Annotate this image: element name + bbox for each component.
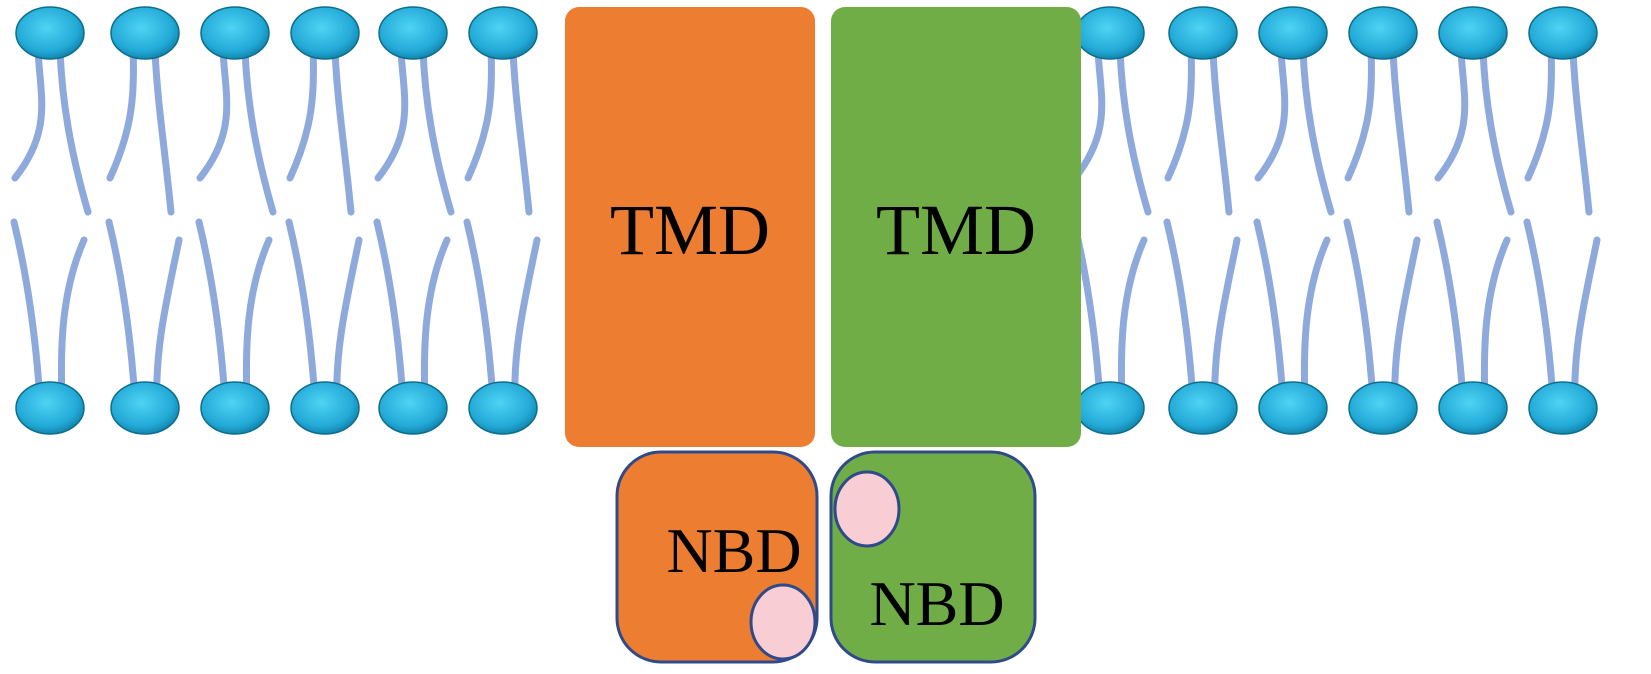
tmd-right-shape [831, 7, 1081, 447]
phospholipid-head-icon [290, 381, 360, 435]
lipid-tail [1117, 236, 1148, 404]
lipid-heads [15, 6, 1598, 435]
phospholipid-head-icon [468, 6, 538, 60]
lipid-tail [241, 46, 277, 216]
lipid-tail [1299, 46, 1335, 216]
phospholipid-head-icon [200, 6, 270, 60]
nbd-right: NBD [829, 450, 1037, 664]
lipid-tail [331, 46, 355, 216]
lipid-tail [11, 46, 46, 182]
lipid-tail [1479, 46, 1515, 216]
tmd-left-label: TMD [610, 190, 770, 270]
lipid-tail [57, 236, 88, 404]
lipid-tail [464, 46, 496, 182]
lipid-tail [242, 236, 273, 404]
lipid-tail [286, 46, 318, 182]
phospholipid-head-icon [1075, 6, 1145, 60]
lipid-tail [1343, 218, 1377, 404]
lipid-tail [511, 236, 541, 404]
phospholipid-head-icon [1528, 381, 1598, 435]
lipid-bilayer [10, 6, 1601, 435]
lipid-tail [1434, 46, 1469, 182]
phospholipid-head-icon [15, 6, 85, 60]
lipid-tail [1071, 46, 1106, 182]
phospholipid-head-icon [290, 6, 360, 60]
lipid-tail [1524, 46, 1556, 182]
lipid-tail [285, 218, 319, 404]
lipid-tail [56, 46, 92, 216]
lipid-tail [105, 218, 139, 404]
phospholipid-head-icon [1258, 381, 1328, 435]
lipid-tail [374, 46, 409, 182]
phospholipid-head-icon [200, 381, 270, 435]
phospholipid-head-icon [468, 381, 538, 435]
lipid-tail [1209, 46, 1233, 216]
lipid-tail [1254, 46, 1289, 182]
atp-binding-site-icon [833, 470, 901, 548]
lipid-tail [463, 218, 497, 404]
phospholipid-head-icon [1438, 6, 1508, 60]
phospholipid-head-icon [1438, 381, 1508, 435]
tmd-right: TMD [831, 7, 1081, 447]
phospholipid-head-icon [1075, 381, 1145, 435]
nbd-left: NBD [615, 450, 819, 664]
phospholipid-head-icon [1348, 381, 1418, 435]
lipid-tails [10, 46, 1601, 404]
lipid-tail [1344, 46, 1376, 182]
lipid-tail [1569, 46, 1593, 216]
lipid-tail [1433, 218, 1467, 404]
phospholipid-head-icon [378, 381, 448, 435]
nbd-right-label: NBD [869, 568, 1004, 639]
lipid-tail [373, 218, 407, 404]
lipid-tail [1211, 236, 1241, 404]
atp-binding-site-icon [749, 583, 817, 661]
lipid-tail [1164, 46, 1196, 182]
lipid-tail [106, 46, 138, 182]
lipid-tail [195, 218, 229, 404]
lipid-tail [1253, 218, 1287, 404]
phospholipid-head-icon [15, 381, 85, 435]
phospholipid-head-icon [110, 6, 180, 60]
lipid-tail [419, 46, 455, 216]
lipid-tail [1480, 236, 1511, 404]
lipid-tail [420, 236, 451, 404]
tmd-left-shape [565, 7, 815, 447]
lipid-tail [1523, 218, 1557, 404]
lipid-tail [509, 46, 533, 216]
lipid-tail [1116, 46, 1152, 216]
phospholipid-head-icon [1348, 6, 1418, 60]
lipid-tail [151, 46, 175, 216]
lipid-tail [333, 236, 363, 404]
lipid-tail [1391, 236, 1421, 404]
lipid-tail [1571, 236, 1601, 404]
tmd-left: TMD [565, 7, 815, 447]
phospholipid-head-icon [1258, 6, 1328, 60]
phospholipid-head-icon [378, 6, 448, 60]
lipid-tail [1389, 46, 1413, 216]
tmd-right-label: TMD [876, 190, 1036, 270]
lipid-tail [10, 218, 44, 404]
phospholipid-head-icon [110, 381, 180, 435]
lipid-tail [1300, 236, 1331, 404]
lipid-tail [1163, 218, 1197, 404]
phospholipid-head-icon [1168, 381, 1238, 435]
phospholipid-head-icon [1168, 6, 1238, 60]
phospholipid-head-icon [1528, 6, 1598, 60]
lipid-tail [153, 236, 183, 404]
nbd-left-label: NBD [666, 515, 801, 586]
lipid-tail [196, 46, 231, 182]
